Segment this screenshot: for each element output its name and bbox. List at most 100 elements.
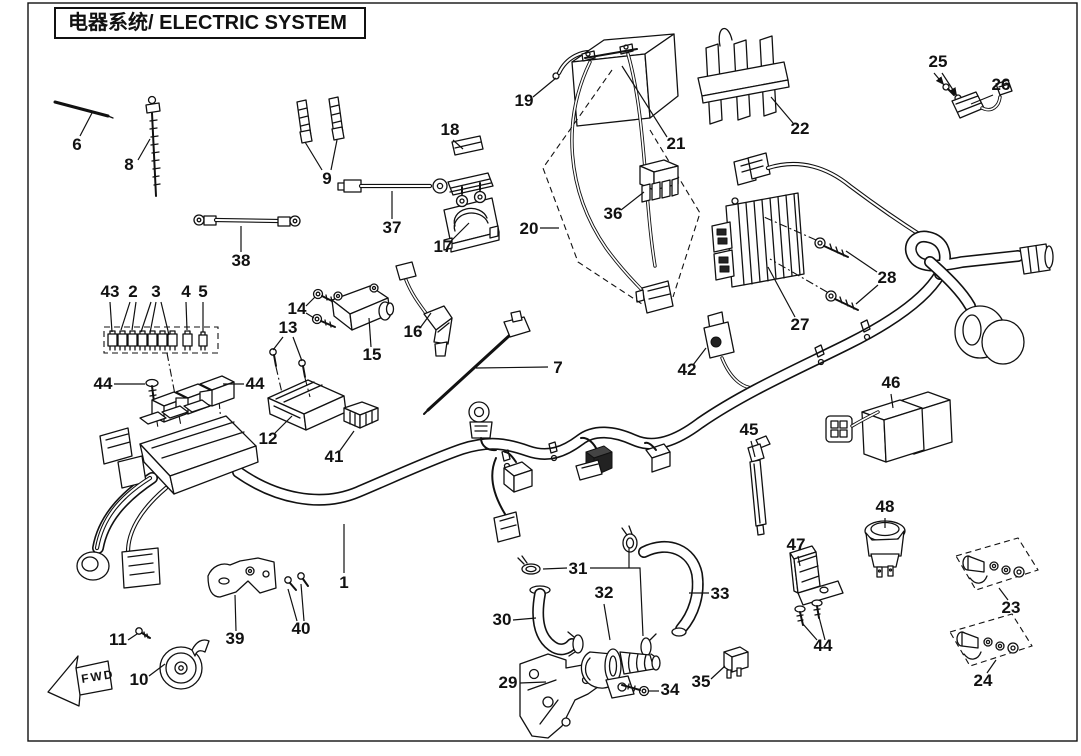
leader-line-21: [621, 65, 668, 138]
leader-line-17: [449, 222, 470, 243]
part-29-bracket: [519, 653, 603, 739]
part-label-8: 8: [124, 155, 133, 174]
leader-line-8: [137, 138, 151, 161]
leader-line-46: [890, 393, 894, 409]
part-45-antenna: [747, 435, 771, 536]
part-16-spark-plug-cap: [395, 261, 453, 357]
part-fuse-row: [103, 326, 219, 427]
part-label-15: 15: [363, 345, 382, 364]
fwd-label: FWD: [80, 667, 115, 686]
part-label-39: 39: [226, 629, 245, 648]
part-42-sensor: [703, 311, 756, 390]
part-label-28: 28: [878, 268, 897, 287]
part-34-bolt: [621, 683, 650, 697]
part-label-27: 27: [791, 315, 810, 334]
part-label-6: 6: [72, 135, 81, 154]
part-40-screws: [284, 572, 309, 591]
part-21-battery: [571, 33, 679, 127]
leader-line-18: [452, 139, 464, 150]
part-label-5: 5: [198, 282, 207, 301]
leader-line-31: [542, 567, 568, 570]
part-11-bolt: [135, 627, 151, 639]
leader-line-39: [234, 594, 237, 632]
part-18-rubber-pad: [451, 135, 484, 156]
part-12-ecu: [267, 379, 347, 431]
leader-line-14: [305, 312, 315, 319]
part-label-44-right: 44: [246, 374, 265, 393]
leader-line-32: [603, 603, 611, 641]
part-47-bracket: [789, 545, 844, 606]
part-label-1: 1: [339, 573, 348, 592]
part-label-31: 31: [569, 559, 588, 578]
part-9-straps: [296, 96, 345, 144]
part-label-30: 30: [493, 610, 512, 629]
part-20-battery-cables: [542, 52, 701, 314]
part-46-module: [825, 391, 953, 463]
part-23-kit: [955, 537, 1039, 591]
part-39-bracket: [207, 557, 277, 598]
part-7-rod: [423, 310, 531, 415]
leader-line-31: [590, 567, 644, 637]
part-label-3: 3: [151, 282, 160, 301]
leader-line-25: [941, 72, 958, 97]
leader-line-40: [287, 588, 298, 622]
leader-line-25: [933, 72, 945, 86]
leader-line-28: [845, 250, 878, 273]
part-1-main-harness: [76, 230, 1054, 589]
parts-artwork: FWD: [47, 28, 1054, 739]
part-label-25: 25: [929, 52, 948, 71]
leader-line-9: [304, 141, 323, 171]
part-8-cable-tie: [145, 95, 161, 197]
leader-line-19: [532, 77, 557, 98]
part-35-relay: [723, 646, 749, 679]
part-label-20: 20: [520, 219, 539, 238]
leader-line-40: [300, 583, 305, 622]
leader-line-22: [770, 96, 794, 124]
part-label-36: 36: [604, 204, 623, 223]
leader-line-44-bottom: [802, 623, 818, 641]
part-label-26: 26: [992, 75, 1011, 94]
part-label-37: 37: [383, 218, 402, 237]
part-36-relay-box: [639, 159, 679, 203]
leader-line-6: [79, 112, 93, 137]
leader-line-2: [131, 301, 137, 331]
part-label-10: 10: [130, 670, 149, 689]
part-label-22: 22: [791, 119, 810, 138]
part-label-32: 32: [595, 583, 614, 602]
leader-line-15: [368, 317, 372, 348]
fwd-direction-arrow: FWD: [47, 655, 115, 707]
part-38-ground-cable: [193, 214, 301, 227]
leader-line-12: [274, 415, 293, 434]
part-label-46: 46: [882, 373, 901, 392]
part-label-38: 38: [232, 251, 251, 270]
leader-line-11: [127, 633, 138, 641]
leader-line-16: [419, 312, 432, 329]
part-label-44-left: 44: [94, 374, 113, 393]
part-31-clamps: [517, 525, 658, 659]
part-label-17: 17: [434, 237, 453, 256]
part-label-24: 24: [974, 671, 993, 690]
part-label-43: 43: [101, 282, 120, 301]
part-label-40: 40: [292, 619, 311, 638]
leader-line-45: [750, 440, 756, 458]
leader-line-4: [185, 301, 188, 331]
part-label-42: 42: [678, 360, 697, 379]
part-label-29: 29: [499, 673, 518, 692]
leader-line-27: [767, 266, 796, 318]
leader-line-47: [797, 555, 801, 567]
leader-line-26: [970, 94, 994, 105]
leader-line-42: [692, 347, 707, 366]
leader-line-13: [292, 336, 303, 362]
part-label-23: 23: [1002, 598, 1021, 617]
page-title: 电器系统/ ELECTRIC SYSTEM: [54, 7, 366, 39]
leader-line-30: [512, 617, 537, 621]
part-15-ignition-coil: [331, 283, 395, 331]
part-22-battery-bracket: [697, 28, 790, 125]
leader-line-41: [338, 430, 355, 453]
part-44-screws-bottom: [794, 599, 823, 626]
part-label-2: 2: [128, 282, 137, 301]
part-label-45: 45: [740, 420, 759, 439]
part-6-tie-rod: [53, 100, 114, 119]
